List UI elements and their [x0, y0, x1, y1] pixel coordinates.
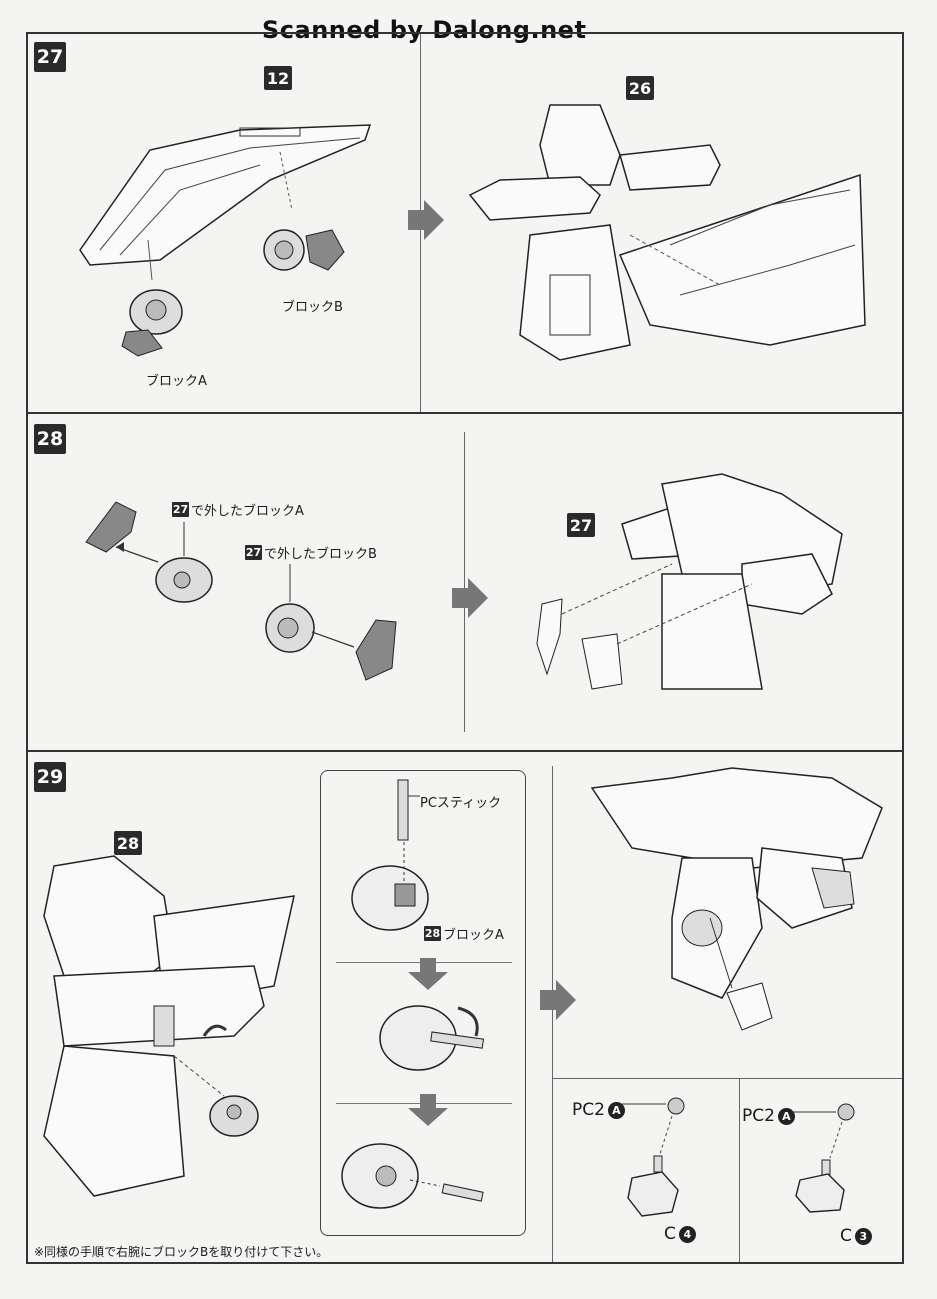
c-right-circle: 3 [854, 1227, 872, 1245]
step29-sub-divider [739, 1078, 740, 1262]
pc2-left-text: PC2 [572, 1100, 605, 1120]
inset-block-ref: 28 [424, 926, 441, 941]
step-27-badge: 27 [34, 42, 66, 72]
label-inset-block-a: 28 ブロックA [424, 924, 504, 943]
wing-part-illustration [79, 124, 372, 281]
c-left-text: C [664, 1224, 676, 1244]
callout-removed-block-a: 27 で外したブロックA [172, 500, 304, 519]
footer-note: ※同様の手順で右腕にブロックBを取り付けて下さい。 [34, 1245, 329, 1259]
pc2-left-label: PC2 A [572, 1100, 625, 1120]
step-28-badge: 28 [34, 424, 66, 454]
block-b-illustration [263, 229, 345, 271]
part-ref-28: 28 [114, 831, 142, 855]
removed-blocks-illustration [85, 501, 397, 681]
c-right-text: C [840, 1226, 852, 1246]
robot-wing-assembly-illustration [468, 104, 866, 361]
procedure-inset [320, 770, 526, 1236]
hand-right-illustration [792, 1103, 855, 1213]
pc-stick-insert-illustration [341, 779, 485, 1209]
step29-sub-hline [552, 1078, 902, 1079]
inset-block-text: ブロックA [443, 928, 504, 943]
c-left-label: C 4 [664, 1224, 696, 1244]
part-ref-26: 26 [626, 76, 654, 100]
next-arrow-icon [408, 200, 444, 240]
part-ref-27: 27 [567, 513, 595, 537]
next-arrow-icon [452, 578, 488, 618]
robot-attach-blocks-illustration [536, 473, 843, 690]
label-block-b: ブロックB [282, 300, 343, 315]
section-divider-28-29 [26, 750, 904, 752]
robot-arm-assembled-illustration [590, 767, 883, 1031]
step-29-badge: 29 [34, 762, 66, 792]
callout-b-text: で外したブロックB [264, 547, 377, 562]
page-frame [26, 32, 904, 1264]
pc2-right-circle: A [777, 1107, 795, 1125]
step29-divider [552, 766, 553, 1262]
label-pc-stick: PCスティック [420, 796, 502, 811]
block-a-illustration [121, 289, 183, 357]
next-arrow-icon [540, 980, 576, 1020]
pc2-left-circle: A [607, 1101, 625, 1119]
pc2-right-label: PC2 A [742, 1106, 795, 1126]
c-left-circle: 4 [678, 1225, 696, 1243]
label-block-a: ブロックA [146, 374, 207, 389]
part-ref-12: 12 [264, 66, 292, 90]
callout-a-ref: 27 [172, 502, 189, 517]
hand-left-illustration [622, 1097, 685, 1217]
scan-watermark: Scanned by Dalong.net [258, 16, 591, 44]
pc2-right-text: PC2 [742, 1106, 775, 1126]
callout-a-text: で外したブロックA [191, 504, 304, 519]
c-right-label: C 3 [840, 1226, 872, 1246]
step28-divider [464, 432, 465, 732]
callout-b-ref: 27 [245, 545, 262, 560]
callout-removed-block-b: 27 で外したブロックB [245, 543, 377, 562]
section-divider-27-28 [26, 412, 904, 414]
robot-torso-illustration [43, 855, 295, 1197]
